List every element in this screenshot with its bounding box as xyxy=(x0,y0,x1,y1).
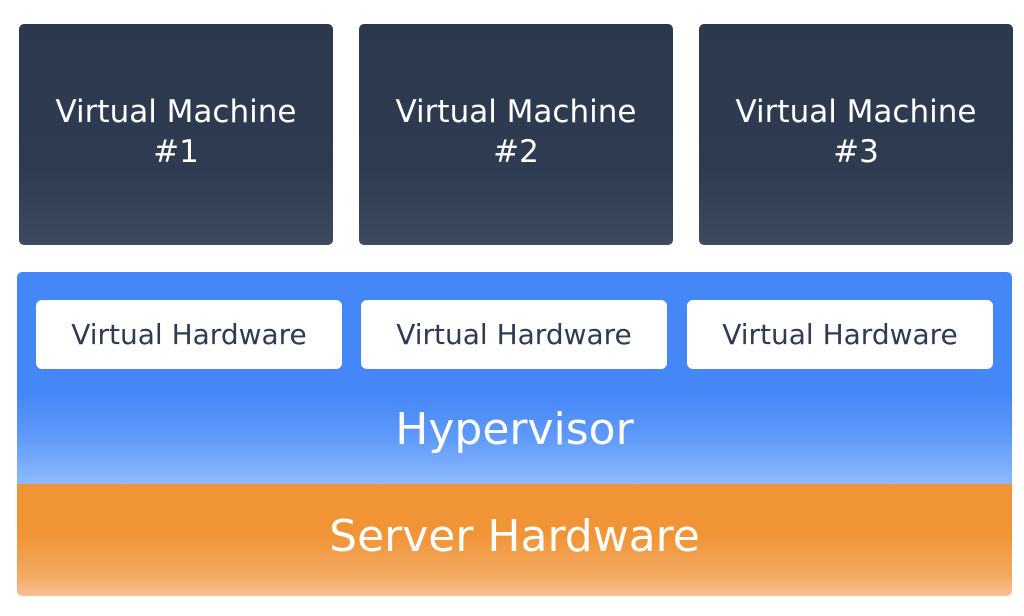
virtual-machine-1-label: Virtual Machine #1 xyxy=(56,92,297,172)
virtual-machine-3-title: Virtual Machine xyxy=(735,93,977,130)
virtual-machine-2-number: #2 xyxy=(493,133,539,170)
virtual-machine-1-number: #1 xyxy=(153,133,199,170)
virtual-machine-1-box: Virtual Machine #1 xyxy=(19,24,333,245)
virtual-hardware-2: Virtual Hardware xyxy=(361,300,667,369)
virtual-machine-3-label: Virtual Machine #3 xyxy=(736,92,977,172)
virtual-hardware-3: Virtual Hardware xyxy=(687,300,993,369)
virtual-machine-2-label: Virtual Machine #2 xyxy=(396,92,637,172)
virtual-machine-3-number: #3 xyxy=(833,133,879,170)
server-hardware-layer: Server Hardware xyxy=(17,484,1012,596)
virtual-machine-3-box: Virtual Machine #3 xyxy=(699,24,1013,245)
virtual-hardware-1: Virtual Hardware xyxy=(36,300,342,369)
hypervisor-layer: Virtual Hardware Virtual Hardware Virtua… xyxy=(17,272,1012,484)
hypervisor-label: Hypervisor xyxy=(395,404,634,455)
virtual-machine-1-title: Virtual Machine xyxy=(55,93,297,130)
virtual-machine-2-title: Virtual Machine xyxy=(395,93,637,130)
virtual-machine-2-box: Virtual Machine #2 xyxy=(359,24,673,245)
server-hardware-label: Server Hardware xyxy=(329,511,700,562)
